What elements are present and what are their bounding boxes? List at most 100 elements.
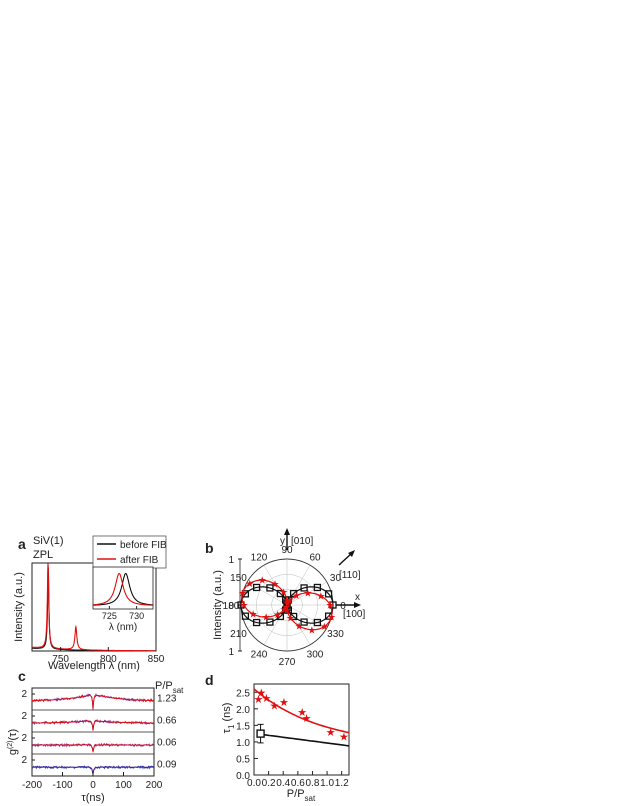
y-tick-label-d: 2.5 [236,688,250,699]
inset-series [93,572,154,606]
y-tick-label-d: 0.5 [236,754,250,765]
x-tick-label-d: 0.2 [262,778,276,789]
star-point: ★ [253,694,263,706]
diag-arrow-head [348,550,355,557]
polar-angle-label: 150 [230,573,247,584]
polar-square-marker [300,618,308,626]
polar-angle-label: 300 [307,649,324,660]
power-label-0: 1.23 [157,694,177,705]
polar-angle-label: 30 [330,573,342,584]
g2-fit-1 [32,720,154,731]
inset-line-0 [93,572,153,606]
polar-star-marker: ★ [249,610,258,621]
polar-star-marker: ★ [303,588,312,599]
polar-square-marker [241,612,250,620]
inset-line-1 [93,572,154,606]
x-tick-label-d: 1.2 [335,778,349,789]
x-tick-label-c: 0 [90,780,96,791]
x-tick-label-c: 200 [146,780,163,791]
radial-tick-label: 1 [228,555,234,566]
polar-square-marker [289,612,298,621]
fit-lines-d [253,688,350,747]
star-point: ★ [326,727,336,739]
legend-label-after: after FIB [120,555,159,566]
polar-star-marker: ★ [316,591,325,602]
fit-line-0 [253,688,350,734]
x-tick-label-d: 0.6 [291,778,305,789]
polar-angle-label: 210 [230,629,247,640]
y-axis-label-b: Intensity (a.u.) [212,570,224,640]
polar-star-marker: ★ [320,622,329,633]
polar-star-marker: ★ [307,625,316,636]
x-tick-label-d: 0.4 [276,778,290,789]
polar-star-marker: ★ [239,601,248,612]
power-header: P/Psat [155,680,184,695]
polar-star-marker: ★ [282,603,291,614]
polar-star-marker: ★ [280,605,289,616]
star-point: ★ [256,687,266,699]
siv-annotation-line2: ZPL [33,549,53,561]
polar-star-marker: ★ [279,588,288,599]
polar-star-marker: ★ [283,606,292,617]
dir-100-label: [100] [343,609,365,620]
polar-angle-label: 60 [309,553,321,564]
polar-star-marker: ★ [258,576,267,587]
y-tick-label-c: 2 [21,733,27,744]
data-points-d: ★★★★★★★★★ [253,687,349,744]
star-point: ★ [297,707,307,719]
siv-annotation-line1: SiV(1) [33,535,64,547]
x-tick-label-c: -200 [22,780,42,791]
panel-letter-d: d [205,672,214,688]
polar-star-marker: ★ [245,579,254,590]
x-tick-label-c: 100 [115,780,132,791]
inset-tick-label: 725 [102,611,117,621]
polar-square-marker [266,584,274,592]
polar-fit-0 [240,586,334,624]
polar-star-marker: ★ [262,613,271,624]
polar-star-marker: ★ [292,591,301,602]
axis-x-label: x [355,592,360,603]
y-tick-label-d: 2.0 [236,705,250,716]
polar-square-marker [300,584,308,592]
polar-star-marker: ★ [270,580,279,591]
g2-fit-2 [32,744,154,753]
polar-star-marker: ★ [326,601,335,612]
polar-star-marker: ★ [273,610,282,621]
x-tick-label-d: 0.0 [247,778,261,789]
diag-direction-arrow [338,552,353,566]
y-axis-label-a: Intensity (a.u.) [13,572,25,642]
plot-frame-d [253,683,350,776]
polar-angle-label: 240 [251,649,268,660]
polar-square-marker [252,618,261,627]
x-axis-label-c: τ(ns) [81,792,104,804]
y-arrow-head [284,528,290,535]
y-tick-label-c: 2 [21,689,27,700]
y-tick-label-c: 2 [21,711,27,722]
polar-square-marker [313,583,322,592]
panel-b: b Intensity (a.u.) 030609012015018021024… [205,528,365,668]
fit-line-1 [260,733,350,747]
power-label-2: 0.06 [157,738,177,749]
polar-square-marker [276,589,285,598]
power-label-1: 0.66 [157,716,177,727]
star-point: ★ [261,693,271,705]
polar-angle-label: 90 [281,545,293,556]
polar-star-marker: ★ [283,598,292,609]
star-point: ★ [270,701,280,713]
y-axis-label-c: g(2)(τ) [7,729,19,755]
polar-angle-label: 120 [251,553,268,564]
star-point: ★ [302,713,312,725]
polar-star-marker: ★ [238,589,247,600]
polar-star-marker: ★ [295,621,304,632]
x-axis-label-d: P/Psat [287,788,316,803]
polar-angle-label: 270 [279,657,296,668]
polar-square-marker [266,618,274,626]
